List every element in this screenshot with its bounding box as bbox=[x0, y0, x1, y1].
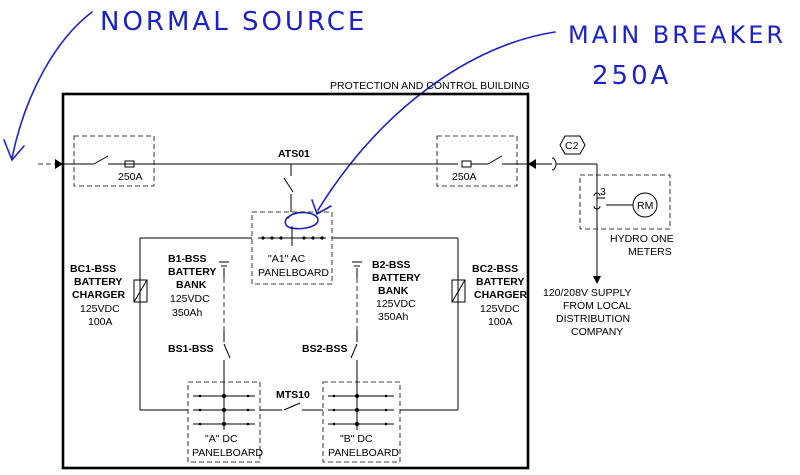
bc2-voltage: 125VDC bbox=[480, 303, 520, 315]
main-breaker-annotation: MAIN BREAKER bbox=[568, 21, 786, 49]
right-terminal-icon bbox=[528, 159, 536, 169]
building-title: PROTECTION AND CONTROL BUILDING bbox=[330, 80, 530, 92]
ct-icon bbox=[551, 157, 557, 171]
b2-name: B2-BSS bbox=[372, 259, 411, 271]
bc1-voltage: 125VDC bbox=[80, 303, 120, 315]
mts-label: MTS10 bbox=[276, 389, 310, 401]
b1-voltage: 125VDC bbox=[170, 293, 210, 305]
bc2-charger-icon bbox=[451, 279, 466, 303]
dc-a-panel-breakers bbox=[193, 382, 255, 430]
b2-voltage: 125VDC bbox=[376, 298, 416, 310]
bs2-label: BS2-BSS bbox=[302, 343, 348, 355]
supply-line-1: 120/208V SUPPLY bbox=[543, 287, 632, 299]
bc1-current: 100A bbox=[88, 316, 113, 328]
bc1-line3: CHARGER bbox=[72, 289, 126, 301]
bc2-line2: BATTERY bbox=[476, 276, 524, 288]
bs1-label: BS1-BSS bbox=[168, 343, 214, 355]
ats-label: ATS01 bbox=[278, 148, 310, 160]
ct-number: 3 bbox=[600, 186, 606, 198]
b2-line3: BANK bbox=[378, 285, 409, 297]
revenue-meter-icon bbox=[632, 192, 658, 218]
supply-line-4: COMPANY bbox=[571, 326, 623, 338]
b2-capacity: 350Ah bbox=[378, 311, 409, 323]
c2-tag-label: C2 bbox=[565, 140, 579, 152]
main-breaker-arrow bbox=[317, 31, 556, 211]
dc-b-label-2: PANELBOARD bbox=[328, 447, 399, 459]
mts-switch-icon bbox=[283, 402, 301, 411]
b1-line3: BANK bbox=[176, 279, 207, 291]
supply-line-2: FROM LOCAL bbox=[563, 300, 631, 312]
revenue-meter-label: RM bbox=[637, 200, 653, 212]
left-terminal-icon bbox=[55, 159, 63, 169]
b2-line2: BATTERY bbox=[372, 272, 420, 284]
left-breaker-rating: 250A bbox=[118, 171, 143, 183]
ac-panel-label-1: "A1" AC bbox=[268, 253, 306, 265]
bc2-line3: CHARGER bbox=[474, 289, 528, 301]
ct-coil-icon bbox=[593, 192, 633, 210]
bc2-name: BC2-BSS bbox=[472, 263, 518, 275]
meter-label-2: METERS bbox=[628, 246, 672, 258]
dc-b-panelboard bbox=[322, 381, 401, 463]
ac-panel-breakers bbox=[258, 226, 326, 246]
bs2-switch-icon bbox=[350, 343, 358, 359]
right-breaker-rating: 250A bbox=[452, 171, 477, 183]
meter-label-1: HYDRO ONE bbox=[610, 233, 674, 245]
dc-a-label-2: PANELBOARD bbox=[192, 447, 263, 459]
b1-line2: BATTERY bbox=[168, 266, 216, 278]
ac-panelboard bbox=[251, 211, 333, 285]
bc1-name: BC1-BSS bbox=[70, 263, 116, 275]
main-breaker-rating-annotation: 250A bbox=[592, 61, 671, 91]
left-breaker-enclosure bbox=[73, 135, 155, 187]
normal-source-annotation: NORMAL SOURCE bbox=[100, 7, 367, 37]
b2-battery-icon bbox=[352, 261, 362, 278]
dc-a-label-1: "A" DC bbox=[205, 433, 238, 445]
c2-tag bbox=[559, 135, 586, 155]
bs1-switch-icon bbox=[223, 343, 231, 359]
meter-enclosure bbox=[579, 174, 671, 230]
bc2-current: 100A bbox=[488, 316, 513, 328]
dc-b-label-1: "B" DC bbox=[340, 433, 373, 445]
b1-name: B1-BSS bbox=[168, 253, 207, 265]
dc-b-panel-breakers bbox=[328, 382, 394, 430]
building-boundary bbox=[61, 92, 530, 470]
main-breaker-arrowhead bbox=[311, 199, 332, 216]
b1-battery-icon bbox=[219, 261, 229, 278]
left-breaker-icon bbox=[93, 155, 146, 168]
ats-switch-icon bbox=[283, 177, 294, 193]
right-breaker-enclosure bbox=[436, 135, 518, 187]
b1-capacity: 350Ah bbox=[172, 307, 203, 319]
supply-arrow-icon bbox=[593, 276, 601, 284]
ac-panel-label-2: PANELBOARD bbox=[258, 267, 329, 279]
normal-source-arrowhead bbox=[3, 139, 25, 162]
supply-line-3: DISTRIBUTION bbox=[556, 313, 630, 325]
normal-source-arrow bbox=[11, 11, 93, 159]
right-breaker-icon bbox=[461, 155, 503, 168]
circled-main-breaker bbox=[284, 211, 319, 230]
bc1-line2: BATTERY bbox=[74, 276, 122, 288]
bc1-charger-icon bbox=[133, 279, 148, 303]
